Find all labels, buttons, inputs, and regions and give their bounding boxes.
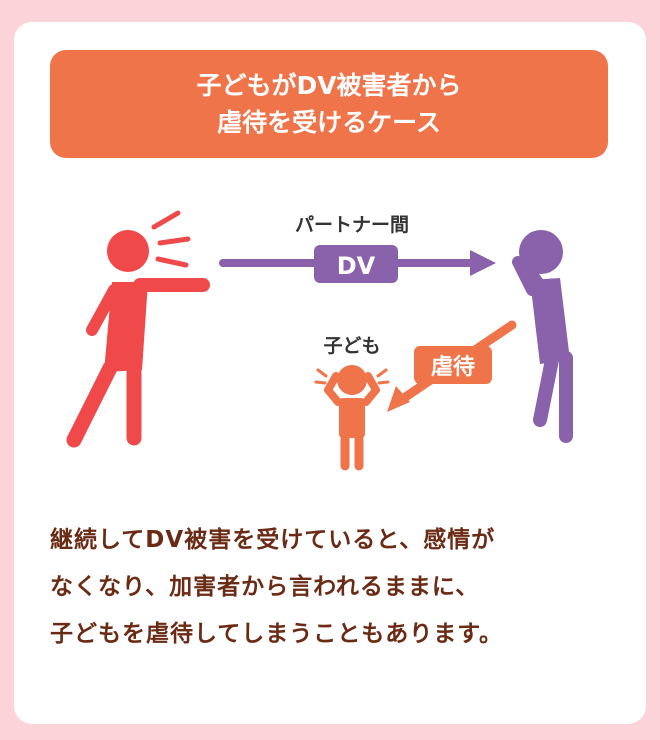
description-line1: 継続してDV被害を受けていると、感情が [50,527,496,553]
abuse-arrow: 虐待 [387,320,517,412]
banner-title-line1: 子どもがDV被害者から [196,71,462,100]
description-text: 継続してDV被害を受けていると、感情が なくなり、加害者から言われるままに、 子… [50,517,620,658]
distress-marks-icon [314,368,390,385]
abuser-figure [66,230,210,448]
banner-title-line2: 虐待を受けるケース [217,108,441,137]
description-line2: なくなり、加害者から言われるままに、 [50,574,480,600]
victim-figure [512,230,573,443]
title-banner: 子どもがDV被害者から 虐待を受けるケース [50,50,608,158]
description-line3: 子どもを虐待してしまうこともあります。 [50,621,504,647]
partner-label: パートナー間 [295,214,409,236]
child-figure [324,365,380,471]
dv-label: DV [337,252,376,280]
child-label: 子ども [323,335,380,357]
shout-lines-icon [151,210,191,268]
dv-arrow: DV [219,245,496,283]
abuse-label: 虐待 [431,354,475,380]
